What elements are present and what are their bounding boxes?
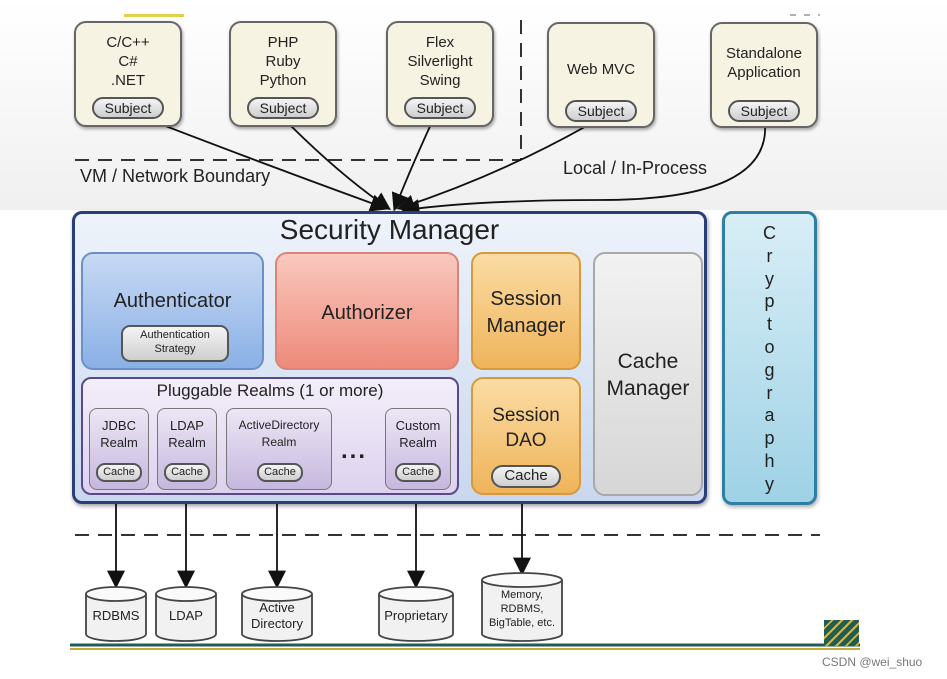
cache-manager: Cache Manager xyxy=(593,252,703,496)
subject-pill: Subject xyxy=(565,100,637,122)
top-yellow-mark xyxy=(124,14,184,17)
realm-label: ActiveDirectory Realm xyxy=(238,418,320,449)
realm-ldap: LDAP Realm Cache xyxy=(157,408,217,490)
datastore-memory: Memory, RDBMS, BigTable, etc. xyxy=(482,588,562,634)
datastore-label: RDBMS xyxy=(92,608,140,623)
security-manager-title: Security Manager xyxy=(279,214,500,245)
authorizer-title: Authorizer xyxy=(321,302,413,324)
datastore-label: Active Directory xyxy=(250,600,303,631)
cryptography-title: C r y p t o g r a p h y xyxy=(763,223,776,494)
realm-custom: Custom Realm Cache xyxy=(385,408,451,490)
datastore-ldap: LDAP xyxy=(156,602,216,632)
realm-activedirectory: ActiveDirectory Realm Cache xyxy=(226,408,332,490)
decorative-tile xyxy=(824,620,859,646)
session-dao-cache-pill: Cache xyxy=(491,465,561,488)
vm-network-boundary-label: VM / Network Boundary xyxy=(80,166,271,186)
client-label: Web MVC xyxy=(566,61,636,78)
cache-manager-title: Cache Manager xyxy=(606,350,690,400)
realms-ellipsis: ... xyxy=(341,437,368,464)
datastore-label: Memory, RDBMS, BigTable, etc. xyxy=(488,589,556,629)
arrow-standalone xyxy=(401,123,766,218)
datastore-label: Proprietary xyxy=(384,608,448,623)
authentication-strategy-pill: Authentication Strategy xyxy=(121,325,229,362)
realm-cache-pill: Cache xyxy=(257,463,303,482)
pluggable-realms: Pluggable Realms (1 or more) JDBC Realm … xyxy=(81,377,459,495)
realm-label: JDBC Realm xyxy=(100,418,138,450)
realm-cache-pill: Cache xyxy=(96,463,142,482)
realm-cache-pill: Cache xyxy=(164,463,210,482)
datastore-active-directory: Active Directory xyxy=(242,600,312,634)
local-in-process-label: Local / In-Process xyxy=(563,158,708,178)
session-dao-title: Session DAO xyxy=(492,405,560,451)
authenticator-title: Authenticator xyxy=(113,290,232,312)
client-cpp: C/C++ C# .NET Subject xyxy=(74,21,182,127)
realm-jdbc: JDBC Realm Cache xyxy=(89,408,149,490)
datastore-rdbms: RDBMS xyxy=(86,602,146,632)
client-flex: Flex Silverlight Swing Subject xyxy=(386,21,494,127)
session-manager: Session Manager xyxy=(471,252,581,370)
client-php: PHP Ruby Python Subject xyxy=(229,21,337,127)
session-dao: Session DAO Cache xyxy=(471,377,581,495)
subject-pill: Subject xyxy=(247,97,319,119)
client-webmvc: Web MVC Subject xyxy=(547,22,655,128)
client-label: C/C++ C# .NET xyxy=(106,34,150,89)
subject-pill: Subject xyxy=(404,97,476,119)
subject-pill: Subject xyxy=(92,97,164,119)
pluggable-realms-title: Pluggable Realms (1 or more) xyxy=(156,381,384,400)
datastore-proprietary: Proprietary xyxy=(379,602,453,632)
cryptography: C r y p t o g r a p h y xyxy=(722,211,817,505)
watermark: CSDN @wei_shuo xyxy=(822,655,923,669)
client-label: Flex Silverlight Swing xyxy=(407,34,473,89)
datastore-label: LDAP xyxy=(169,608,203,623)
arrow-webmvc xyxy=(396,123,591,213)
realm-label: Custom Realm xyxy=(395,418,441,450)
arrow-cpp xyxy=(154,121,389,212)
client-label: PHP Ruby Python xyxy=(259,34,307,89)
client-standalone: Standalone Application Subject xyxy=(710,22,818,128)
session-manager-title: Session Manager xyxy=(486,288,566,337)
authenticator: Authenticator Authentication Strategy xyxy=(81,252,264,370)
authorizer: Authorizer xyxy=(275,252,459,370)
realm-label: LDAP Realm xyxy=(168,418,206,450)
arrow-php xyxy=(286,121,391,211)
client-label: Standalone Application xyxy=(726,45,802,81)
realm-cache-pill: Cache xyxy=(395,463,441,482)
subject-pill: Subject xyxy=(728,100,800,122)
